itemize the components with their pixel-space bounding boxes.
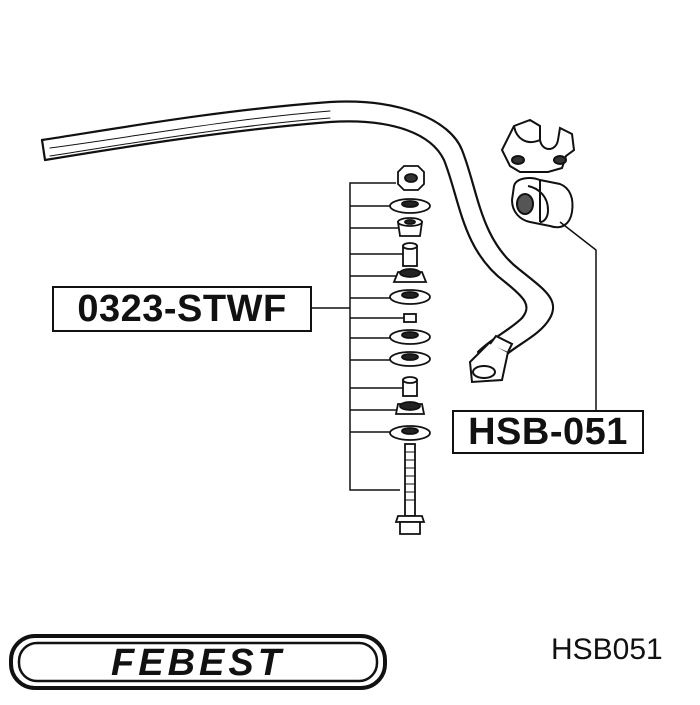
rubber-bushing-2 (392, 268, 428, 283)
rubber-bushing-1 (396, 217, 424, 237)
bushing-part-number: HSB-051 (452, 410, 644, 454)
febest-logo-text: FEBEST (111, 642, 285, 684)
bar-end-mount (468, 334, 514, 384)
washer-2 (389, 289, 431, 305)
washer-3 (389, 329, 431, 345)
bushing-bracket (500, 118, 576, 173)
link-kit-part-number: 0323-STWF (52, 286, 312, 332)
spacer-1 (403, 313, 417, 323)
link-kit-stack (389, 165, 431, 535)
link-kit-bracket (312, 182, 404, 491)
febest-logo-mark: FEBEST (9, 634, 387, 690)
rubber-bushing-3 (394, 401, 426, 415)
bushing-part (510, 177, 574, 229)
long-bolt (394, 443, 426, 535)
sleeve-2 (402, 376, 418, 397)
washer-5 (389, 425, 431, 441)
washer-4 (389, 351, 431, 367)
stabilizer-bar (40, 100, 555, 362)
sleeve-1 (402, 242, 418, 267)
bushing-leader (559, 221, 597, 410)
brand-part-code: HSB051 (551, 633, 663, 666)
washer-1 (389, 198, 431, 214)
top-nut (397, 165, 425, 191)
febest-logo: FEBEST (8, 633, 388, 696)
